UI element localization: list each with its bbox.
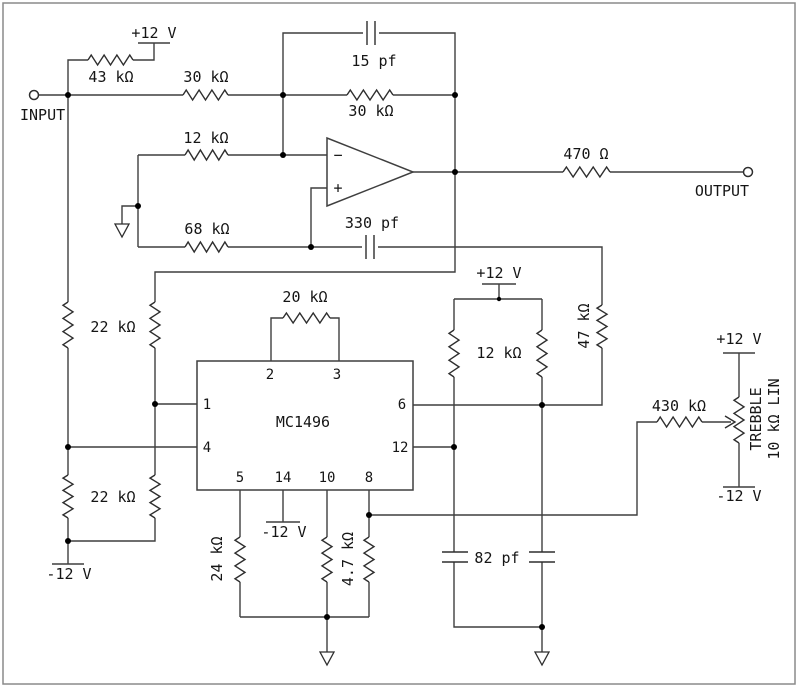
resistors	[61, 53, 746, 583]
label-r12-in: 12 kΩ	[183, 129, 228, 147]
pot-name-label: TREBBLE	[747, 387, 765, 450]
resistor-12k-input	[184, 148, 229, 162]
wire-12k-left-column	[453, 299, 543, 652]
wire-feedback-vertical	[68, 95, 456, 542]
input-terminal	[28, 89, 40, 101]
pot-wiper-arrow-icon	[724, 415, 737, 429]
ic-pin5-label: 5	[236, 470, 244, 486]
label-r43: 43 kΩ	[88, 68, 133, 86]
label-r430: 430 kΩ	[652, 397, 706, 415]
wire-pin2-pin3	[270, 317, 340, 361]
opamp-minus-label: −	[333, 146, 342, 164]
label-c15: 15 pf	[351, 52, 396, 70]
minus12-label-pot: -12 V	[716, 487, 761, 505]
wire-noninverting-stub	[310, 187, 327, 247]
labels: INPUT OUTPUT +12 V +12 V +12 V -12 V -12…	[20, 24, 783, 586]
label-r4k7: 4.7 kΩ	[339, 532, 357, 586]
resistor-30k-input	[182, 88, 229, 102]
resistor-4k7	[362, 536, 376, 583]
ground-icon-right	[533, 651, 551, 667]
resistor-pin10	[320, 536, 334, 583]
resistor-12k-right	[535, 329, 549, 378]
resistor-22k-top-right	[148, 301, 162, 349]
resistor-22k-bot-left	[61, 474, 75, 519]
ic-pin3-label: 3	[333, 367, 341, 383]
label-r22-upper: 22 kΩ	[90, 318, 135, 336]
capacitor-82pf-left	[442, 551, 468, 563]
ic-pin2-label: 2	[266, 367, 274, 383]
wire-43k-branch	[67, 42, 170, 95]
output-label: OUTPUT	[695, 182, 749, 200]
opamp-triangle	[326, 136, 416, 208]
ic-pin14-label: 14	[275, 470, 292, 486]
label-c82: 82 pf	[474, 549, 519, 567]
resistor-12k-left	[447, 329, 461, 378]
junction-dots	[65, 92, 545, 630]
ground-icon-left	[113, 223, 131, 239]
label-r24: 24 kΩ	[208, 536, 226, 581]
wire-12k-top-rail	[454, 283, 542, 300]
label-r47: 47 kΩ	[575, 303, 593, 348]
label-r68: 68 kΩ	[184, 220, 229, 238]
ic-pin6-label: 6	[398, 397, 406, 413]
capacitor-330pf	[365, 235, 375, 259]
ic-pin12-label: 12	[392, 440, 409, 456]
ic-pin1-label: 1	[203, 397, 211, 413]
label-c330: 330 pf	[345, 214, 399, 232]
wire-pin14	[266, 490, 300, 523]
wire-left-chain	[52, 95, 84, 565]
label-r30-in: 30 kΩ	[183, 68, 228, 86]
plus12-label-pot: +12 V	[716, 330, 761, 348]
resistor-22k-bot-right	[148, 474, 162, 519]
wire-bottom-bus	[240, 616, 369, 652]
ic-pin10-label: 10	[319, 470, 336, 486]
capacitors	[365, 21, 555, 563]
resistor-20k	[282, 311, 331, 325]
ic-pin8-label: 8	[365, 470, 373, 486]
ic-pin4-label: 4	[203, 440, 211, 456]
capacitor-15pf	[366, 21, 376, 45]
minus12-label-pin14: -12 V	[261, 523, 306, 541]
resistor-30k-feedback	[346, 88, 394, 102]
resistor-470	[562, 165, 611, 179]
ic-name-label: MC1496	[276, 413, 330, 431]
input-label: INPUT	[20, 106, 65, 124]
resistor-24k	[233, 536, 247, 583]
wires	[38, 32, 755, 652]
wire-15pf-branch	[282, 32, 456, 95]
ground-icon-bus	[318, 651, 336, 667]
wire-pot-supplies	[723, 352, 755, 488]
opamp-plus-label: +	[333, 179, 342, 197]
label-r20: 20 kΩ	[282, 288, 327, 306]
label-r30-fb: 30 kΩ	[348, 102, 393, 120]
potentiometer-body	[732, 396, 746, 444]
wire-ground-stub	[121, 155, 139, 247]
grounds	[113, 223, 551, 667]
ic-body	[196, 360, 414, 491]
label-r22-lower: 22 kΩ	[90, 488, 135, 506]
label-r12-pair: 12 kΩ	[476, 344, 521, 362]
resistor-47k	[595, 304, 609, 349]
resistor-430k	[656, 415, 703, 429]
resistor-22k-top-left	[61, 301, 75, 349]
resistor-43k	[87, 53, 134, 67]
capacitor-82pf-right	[529, 551, 555, 563]
plus12-label-mid: +12 V	[476, 264, 521, 282]
plus12-label-top: +12 V	[131, 24, 176, 42]
wire-pin8-to-pot	[369, 421, 731, 516]
wire-inverting-input	[138, 95, 327, 156]
resistor-68k	[184, 240, 229, 254]
output-terminal	[742, 166, 754, 178]
minus12-label-left: -12 V	[46, 565, 91, 583]
label-r470: 470 Ω	[563, 145, 608, 163]
wire-47k-pin6	[378, 246, 603, 406]
pot-value-label: 10 kΩ LIN	[765, 378, 783, 459]
